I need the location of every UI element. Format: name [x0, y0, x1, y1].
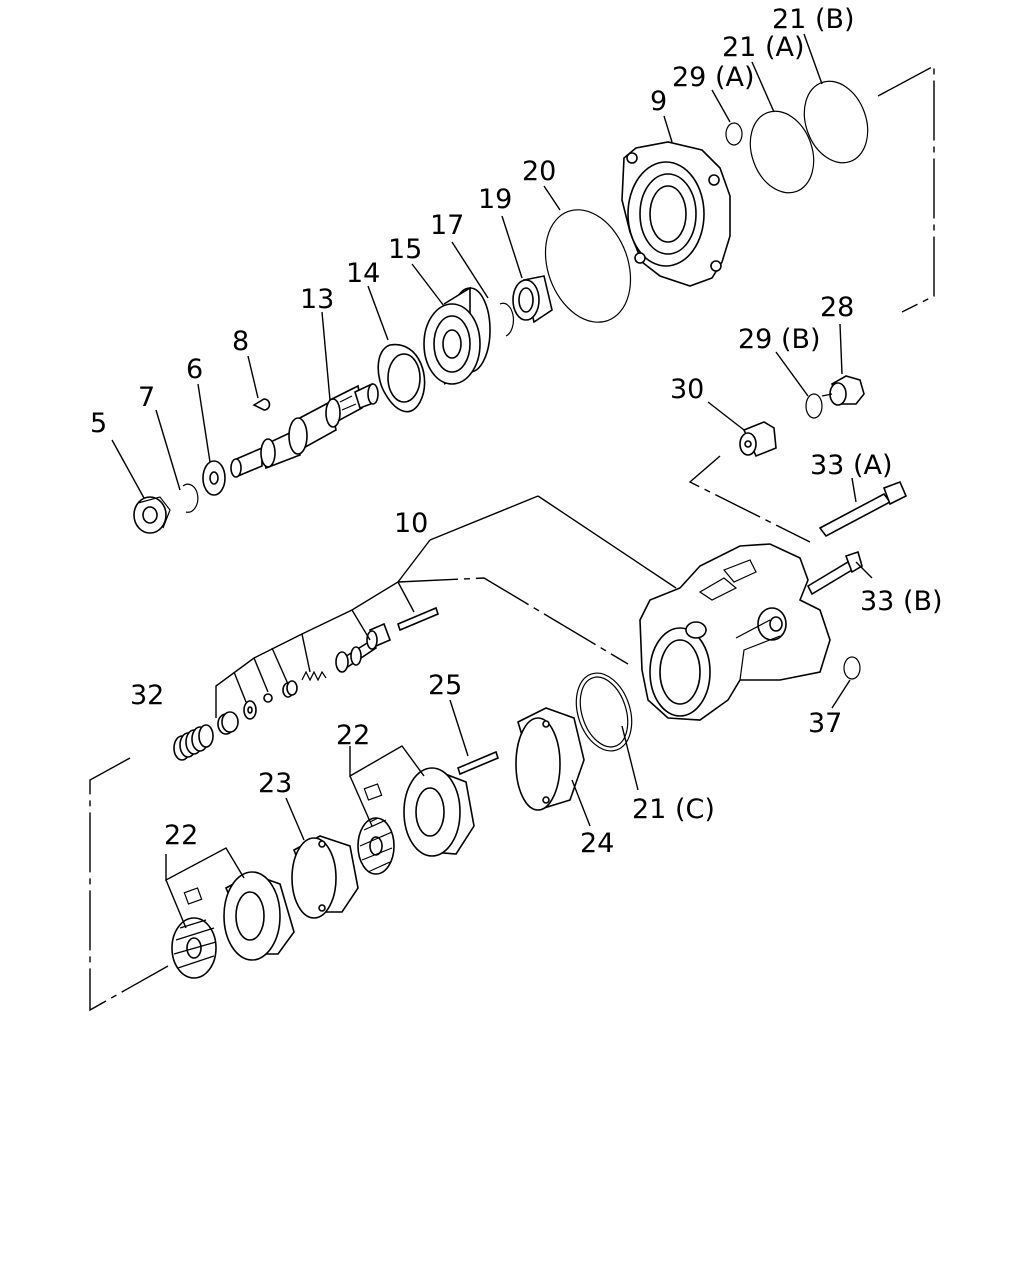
key-part-8: [252, 398, 271, 411]
label-part-21c: 21 (C): [632, 794, 715, 825]
label-part-22-lower: 22: [164, 820, 198, 851]
label-part-20: 20: [522, 156, 556, 187]
pin-part-10: [397, 606, 439, 632]
part-22-lower-bracket: [165, 847, 245, 929]
bolt-part-33b: [806, 550, 863, 596]
pressure-plate-part-23: [291, 835, 359, 919]
upper-group-bracket: [877, 64, 935, 313]
bolt-guide-line: [688, 455, 811, 543]
label-part-13: 13: [300, 284, 334, 315]
label-part-37: 37: [808, 708, 842, 739]
shaft-part-13: [230, 382, 379, 478]
valve-spool-part-10: [335, 622, 392, 673]
label-part-33a: 33 (A): [810, 450, 892, 481]
label-part-15: 15: [388, 234, 422, 265]
lower-group-bracket: [89, 757, 169, 1012]
bolt-part-33a: [818, 480, 908, 538]
label-part-30: 30: [670, 374, 704, 405]
label-part-32: 32: [130, 680, 164, 711]
lock-plate-part-14: [377, 343, 426, 413]
end-plate-part-24: [515, 707, 585, 811]
bushing-part-19: [512, 275, 553, 324]
label-part-29a: 29 (A): [672, 62, 754, 93]
cam-ring-part-22-upper: [403, 767, 475, 857]
rotor-part-22-lower: [171, 917, 217, 979]
bearing-part-15: [423, 286, 491, 385]
snap-ring-part-7: [182, 483, 199, 513]
spring-seat-part-10: [282, 680, 298, 698]
label-part-19: 19: [478, 184, 512, 215]
o-ring-part-29b: [805, 393, 823, 419]
label-part-21b: 21 (B): [772, 4, 855, 35]
housing-part-9: [621, 141, 731, 287]
part-10-tree: [215, 495, 677, 718]
cap-part-30: [739, 421, 777, 458]
o-ring-part-21b: [803, 80, 869, 164]
label-part-25: 25: [428, 670, 462, 701]
plug-part-10: [217, 711, 239, 735]
part-22-upper-bracket: [349, 745, 425, 827]
ball-part-10: [263, 693, 273, 703]
label-part-24: 24: [580, 828, 614, 859]
label-part-29b: 29 (B): [738, 324, 821, 355]
label-part-5: 5: [90, 408, 107, 439]
label-part-22-upper: 22: [336, 720, 370, 751]
o-ring-part-20: [544, 209, 632, 323]
washer-part-6: [202, 460, 226, 496]
label-part-21a: 21 (A): [722, 32, 804, 63]
label-part-23: 23: [258, 768, 292, 799]
snap-ring-part-17: [499, 302, 514, 337]
pin-part-25: [457, 750, 499, 776]
leader-lines: [111, 33, 873, 841]
o-ring-part-29a: [725, 122, 743, 146]
plug-part-28: [821, 375, 865, 406]
label-part-28: 28: [820, 292, 854, 323]
spring-part-32: [173, 724, 214, 761]
label-part-6: 6: [186, 354, 203, 385]
washer-part-10: [243, 700, 257, 720]
o-ring-part-37: [843, 656, 861, 680]
rotor-part-22-upper: [357, 817, 395, 875]
nut-part-5: [133, 496, 171, 534]
label-part-17: 17: [430, 210, 464, 241]
label-part-33b: 33 (B): [860, 586, 943, 617]
valve-body-part-10: [639, 543, 831, 721]
label-part-7: 7: [138, 382, 155, 413]
label-part-8: 8: [232, 326, 249, 357]
spring-small-part-10: [301, 670, 327, 682]
label-part-14: 14: [346, 258, 380, 289]
o-ring-part-21c: [575, 672, 633, 752]
cam-ring-part-22-lower: [223, 871, 295, 961]
label-part-10: 10: [394, 508, 428, 539]
o-ring-part-21a: [749, 110, 815, 194]
label-part-9: 9: [650, 86, 667, 117]
callout-labels: 5 7 6 8 13 14 15 17 19 20 9 29 (A) 21 (A…: [90, 4, 943, 859]
